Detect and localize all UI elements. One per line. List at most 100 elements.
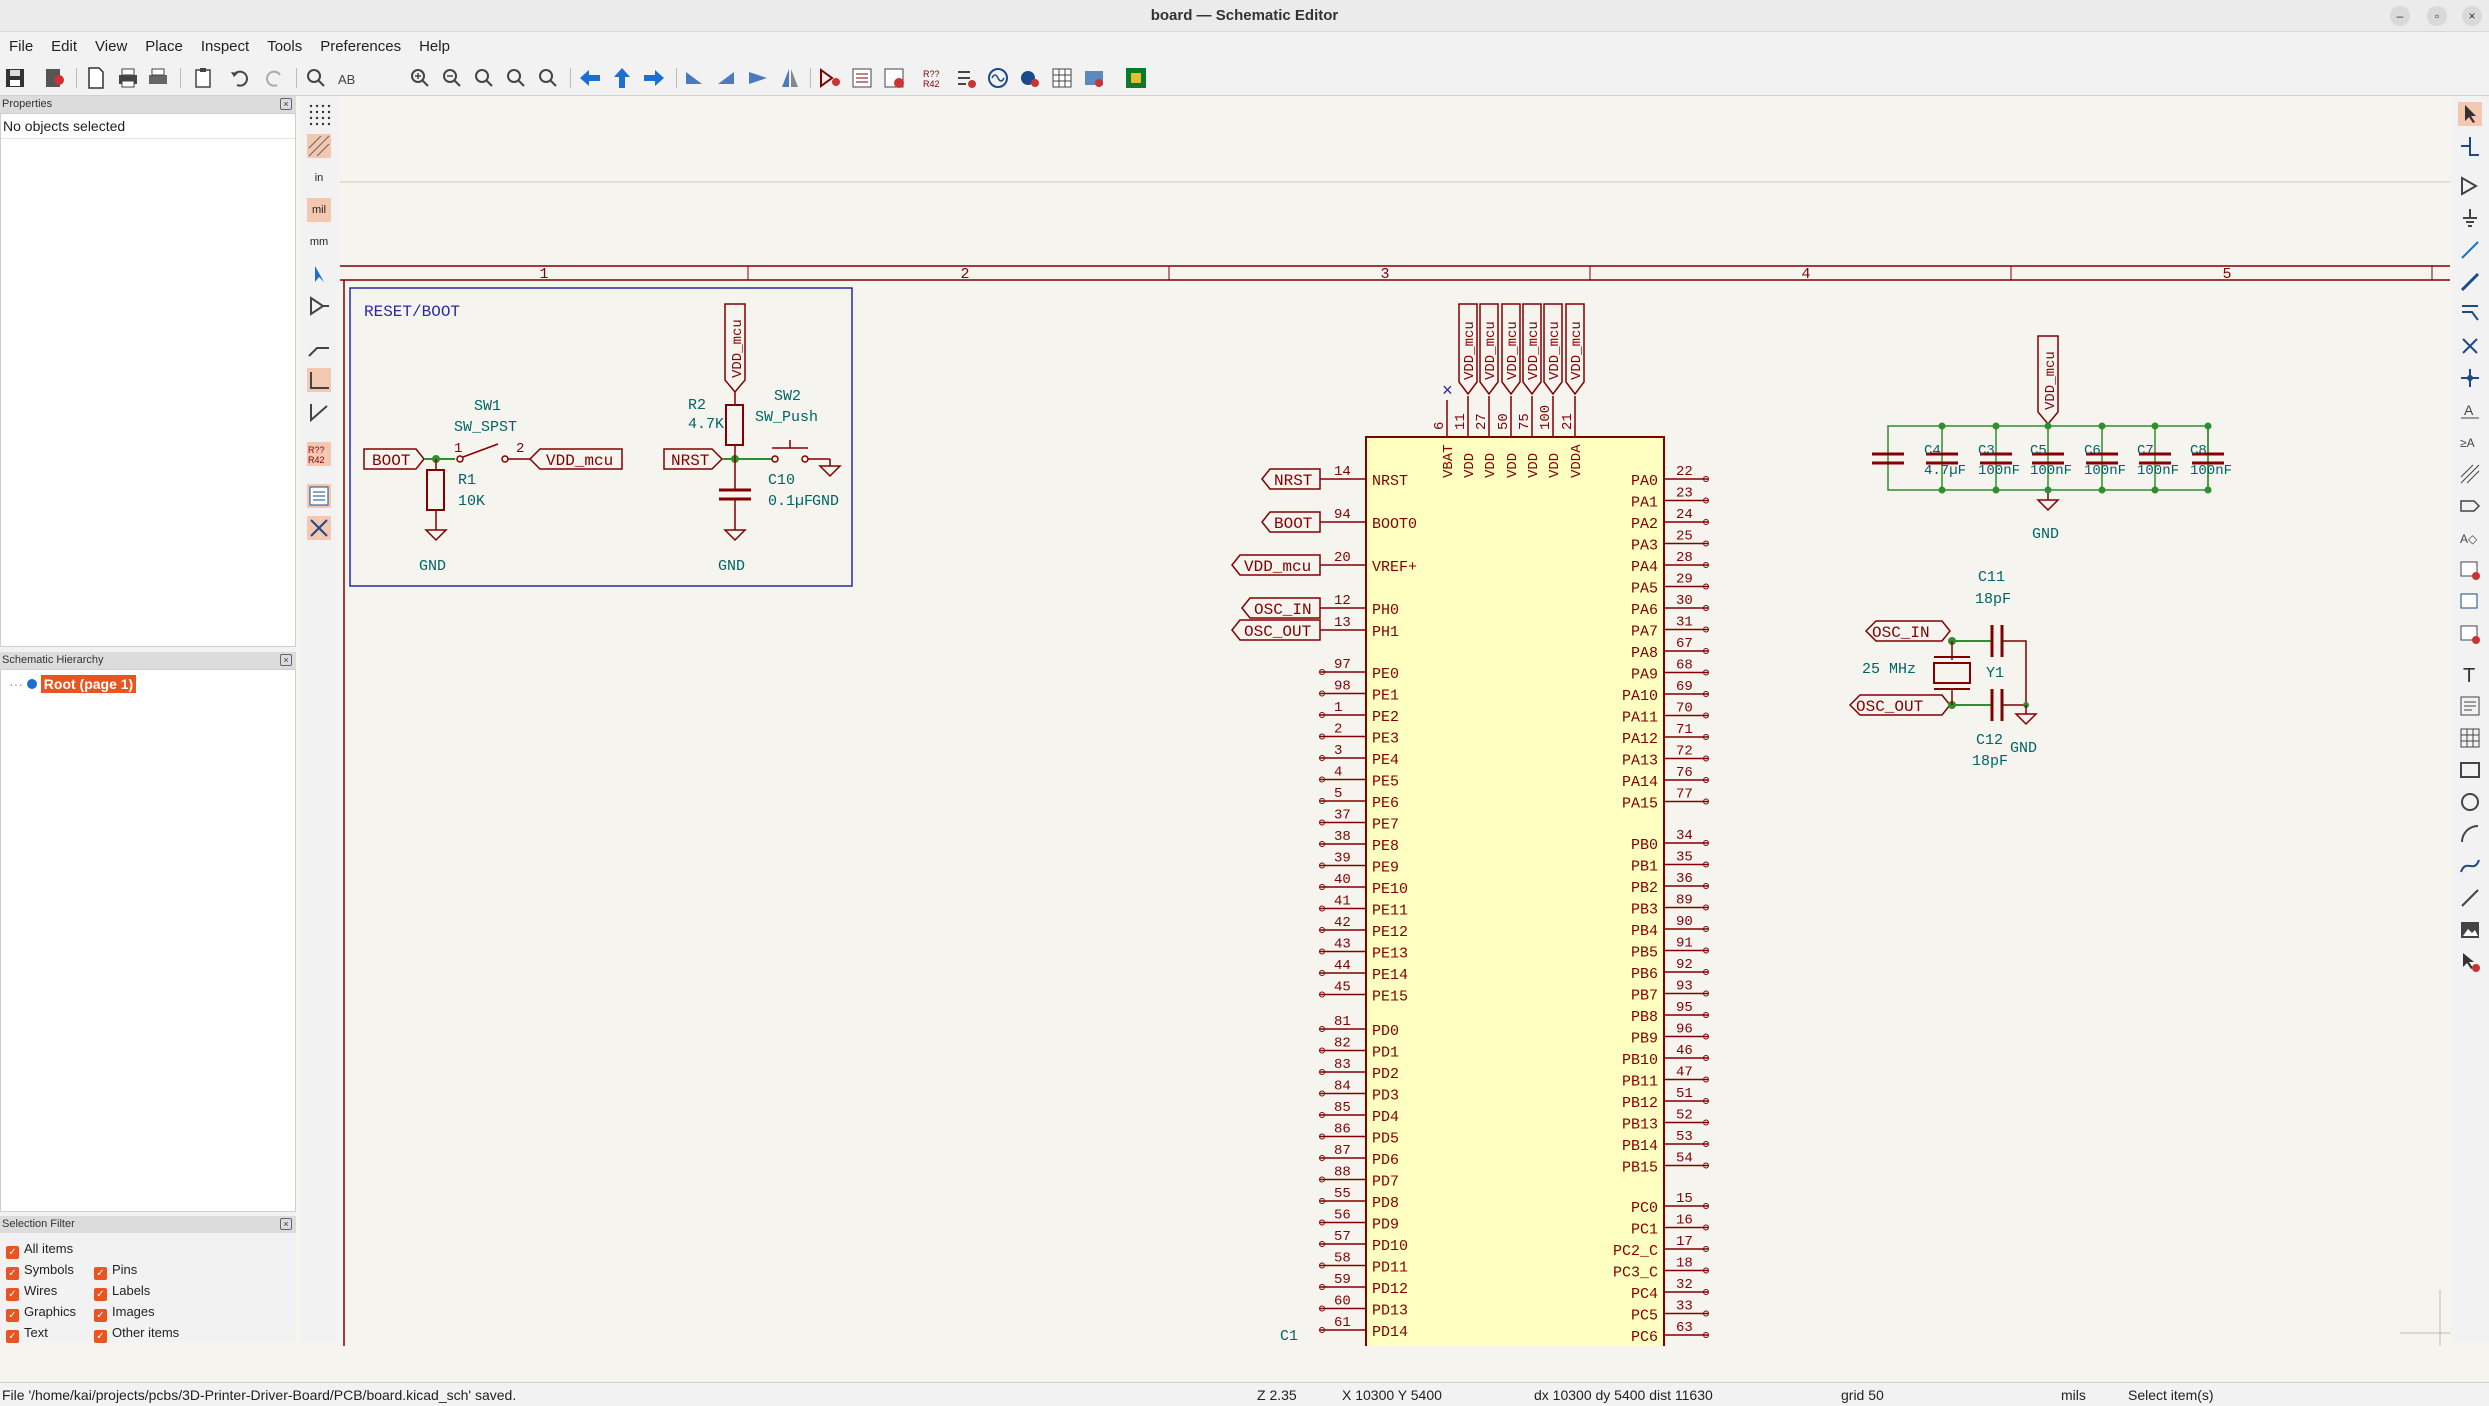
schematic-setup-icon[interactable] bbox=[43, 66, 67, 90]
wire-free-angle-icon[interactable] bbox=[307, 400, 331, 424]
status-units[interactable]: mils bbox=[2061, 1387, 2086, 1403]
symbol-editor-icon[interactable] bbox=[818, 66, 842, 90]
wire-angle-icon[interactable] bbox=[307, 336, 331, 360]
save-icon[interactable] bbox=[3, 66, 27, 90]
mirror-horizontal-icon[interactable] bbox=[778, 66, 802, 90]
add-bus-icon[interactable] bbox=[2458, 270, 2482, 294]
assign-footprints-icon[interactable] bbox=[1018, 66, 1042, 90]
r2-resistor[interactable] bbox=[725, 404, 744, 446]
net-label-vdd-mcu[interactable]: VDD_mcu bbox=[1244, 558, 1311, 576]
pcb-editor-icon[interactable] bbox=[1124, 66, 1148, 90]
undo-icon[interactable] bbox=[228, 66, 252, 90]
filter-other-items[interactable]: ✓Other items bbox=[94, 1325, 179, 1343]
delete-tool-icon[interactable] bbox=[2458, 950, 2482, 974]
plot-icon[interactable] bbox=[146, 66, 170, 90]
vdd-mcu-label[interactable]: VDD_mcu bbox=[1526, 321, 1542, 380]
zoom-out-icon[interactable] bbox=[440, 66, 464, 90]
vdd-mcu-label-sw1[interactable]: VDD_mcu bbox=[546, 452, 613, 470]
hierarchy-root-item[interactable]: ··· Root (page 1) bbox=[9, 675, 137, 693]
highlight-net-icon[interactable] bbox=[2458, 134, 2482, 158]
no-connect-icon[interactable] bbox=[2458, 334, 2482, 358]
add-bezier-icon[interactable] bbox=[2458, 854, 2482, 878]
vdd-mcu-label-decoupling[interactable]: VDD_mcu bbox=[2043, 351, 2059, 410]
add-net-class-icon[interactable]: ≥A bbox=[2458, 430, 2482, 454]
osc-in-label[interactable]: OSC_IN bbox=[1872, 624, 1930, 642]
add-circle-icon[interactable] bbox=[2458, 790, 2482, 814]
vdd-mcu-label[interactable]: VDD_mcu bbox=[1547, 321, 1563, 380]
grid-overrides-icon[interactable] bbox=[307, 134, 331, 158]
reset-boot-block[interactable]: RESET/BOOT BOOT 1 2 SW1 SW_SPST VDD_mcu … bbox=[349, 287, 853, 587]
nrst-label[interactable]: NRST bbox=[671, 452, 709, 470]
filter-graphics[interactable]: ✓Graphics bbox=[6, 1304, 76, 1322]
menu-view[interactable]: View bbox=[95, 38, 128, 55]
add-wire-icon[interactable] bbox=[2458, 238, 2482, 262]
add-bus-entry-icon[interactable] bbox=[2458, 302, 2482, 326]
menu-tools[interactable]: Tools bbox=[267, 38, 303, 55]
redo-icon[interactable] bbox=[262, 66, 286, 90]
add-sheet-icon[interactable] bbox=[2458, 558, 2482, 582]
filter-labels[interactable]: ✓Labels bbox=[94, 1283, 150, 1301]
footprint-library-icon[interactable] bbox=[882, 66, 906, 90]
net-label-nrst[interactable]: NRST bbox=[1274, 472, 1312, 490]
add-image-icon[interactable] bbox=[2458, 918, 2482, 942]
filter-text[interactable]: ✓Text bbox=[6, 1325, 48, 1343]
grid-toggle-icon[interactable] bbox=[307, 102, 331, 126]
hidden-pins-icon[interactable] bbox=[307, 294, 331, 318]
maximize-button[interactable]: ▫ bbox=[2427, 6, 2447, 26]
units-mils-button[interactable]: mil bbox=[307, 198, 331, 222]
navigate-up-icon[interactable] bbox=[610, 66, 634, 90]
filter-wires[interactable]: ✓Wires bbox=[6, 1283, 57, 1301]
zoom-in-icon[interactable] bbox=[408, 66, 432, 90]
net-label-boot[interactable]: BOOT bbox=[1274, 515, 1312, 533]
add-arc-icon[interactable] bbox=[2458, 822, 2482, 846]
import-sheet-pin-icon[interactable] bbox=[2458, 590, 2482, 614]
add-table-icon[interactable] bbox=[2458, 726, 2482, 750]
add-hier-label-icon[interactable]: A◇ bbox=[2458, 526, 2482, 550]
filter-pins[interactable]: ✓Pins bbox=[94, 1262, 137, 1280]
vdd-mcu-label[interactable]: VDD_mcu bbox=[1462, 321, 1478, 380]
mirror-vertical-icon[interactable] bbox=[746, 66, 770, 90]
zoom-fit-icon[interactable] bbox=[472, 66, 496, 90]
paste-icon[interactable] bbox=[192, 66, 216, 90]
units-inches-button[interactable]: in bbox=[314, 172, 324, 184]
mcu-symbol-body[interactable] bbox=[1365, 436, 1665, 1346]
r1-resistor[interactable] bbox=[426, 469, 445, 511]
vdd-mcu-label[interactable]: VDD_mcu bbox=[1483, 321, 1499, 380]
find-icon[interactable] bbox=[304, 66, 328, 90]
menu-preferences[interactable]: Preferences bbox=[320, 38, 402, 55]
add-junction-icon[interactable] bbox=[2458, 366, 2482, 390]
decoupling-caps[interactable]: VDD_mcu GND C44.7µFC3100nFC5100nFC6100nF… bbox=[1872, 335, 2232, 543]
navigate-forward-icon[interactable] bbox=[642, 66, 666, 90]
zoom-selection-icon[interactable] bbox=[536, 66, 560, 90]
wire-90-icon[interactable] bbox=[307, 368, 331, 392]
menu-inspect[interactable]: Inspect bbox=[200, 38, 250, 55]
print-icon[interactable] bbox=[116, 66, 140, 90]
minimize-button[interactable]: – bbox=[2390, 6, 2410, 26]
annotate-icon[interactable]: R??R42 bbox=[922, 66, 946, 90]
add-line-icon[interactable] bbox=[2458, 886, 2482, 910]
rotate-cw-icon[interactable] bbox=[714, 66, 738, 90]
sync-sheet-pins-icon[interactable] bbox=[2458, 622, 2482, 646]
close-icon[interactable]: × bbox=[280, 654, 292, 666]
crystal-circuit[interactable]: C11 18pF OSC_IN OSC_OUT Y1 25 MHz GND C1… bbox=[1848, 569, 2038, 770]
net-label-osc-in[interactable]: OSC_IN bbox=[1254, 601, 1312, 619]
status-grid[interactable]: grid 50 bbox=[1841, 1387, 1884, 1403]
filter-symbols[interactable]: ✓Symbols bbox=[6, 1262, 74, 1280]
add-label-icon[interactable]: A bbox=[2458, 398, 2482, 422]
new-page-icon[interactable] bbox=[84, 66, 108, 90]
add-symbol-icon[interactable] bbox=[2458, 174, 2482, 198]
close-icon[interactable]: × bbox=[280, 98, 292, 110]
vdd-mcu-label[interactable]: VDD_mcu bbox=[1505, 321, 1521, 380]
hierarchy-panel-icon[interactable] bbox=[307, 484, 331, 508]
filter-all-items[interactable]: ✓All items bbox=[6, 1241, 73, 1259]
net-label-osc-out[interactable]: OSC_OUT bbox=[1244, 623, 1311, 641]
cursor-crosshair-icon[interactable] bbox=[307, 262, 331, 286]
navigate-back-icon[interactable] bbox=[578, 66, 602, 90]
menu-help[interactable]: Help bbox=[419, 38, 450, 55]
vdd-mcu-label[interactable]: VDD_mcu bbox=[1569, 321, 1585, 380]
annotate-toggle-icon[interactable]: R??R42 bbox=[307, 442, 331, 466]
units-mm-button[interactable]: mm bbox=[309, 236, 329, 248]
menu-edit[interactable]: Edit bbox=[51, 38, 78, 55]
menu-place[interactable]: Place bbox=[145, 38, 183, 55]
filter-images[interactable]: ✓Images bbox=[94, 1304, 155, 1322]
